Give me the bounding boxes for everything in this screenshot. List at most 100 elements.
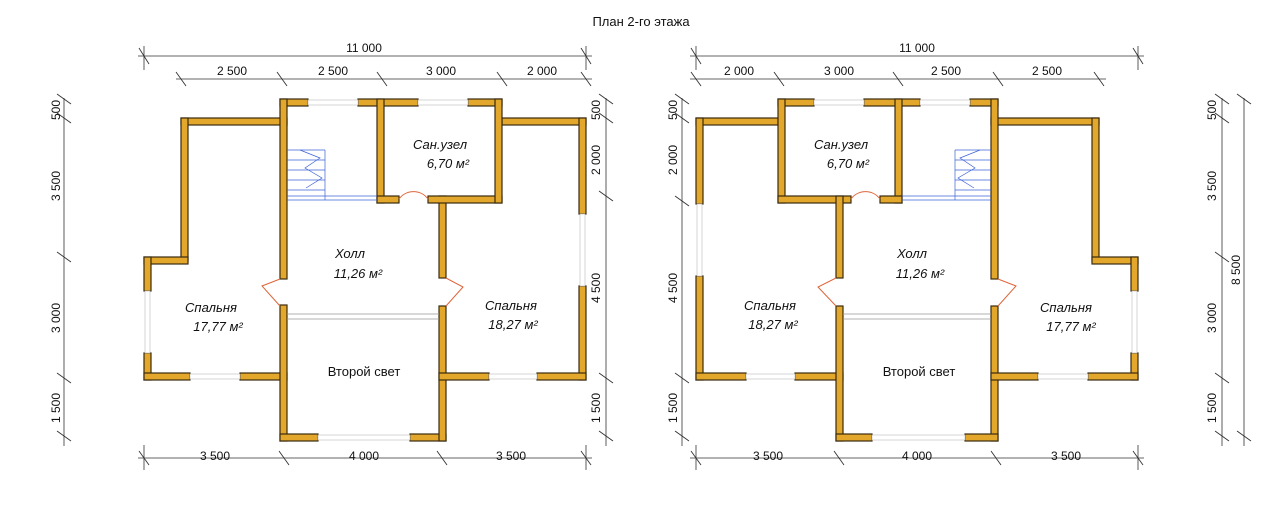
window: [745, 373, 796, 380]
dim-left-1: 500: [666, 100, 680, 120]
window: [417, 99, 469, 106]
wall: [180, 117, 288, 126]
walls: [143, 98, 587, 442]
dim-top-4: 2 500: [1032, 64, 1062, 78]
dimensions: 11 000 2 000 3 000 2 500 2 500 3 500 4 0…: [666, 41, 1252, 470]
dim-right-3: 3 000: [1205, 303, 1219, 333]
wall: [376, 98, 385, 204]
bedroom-left-name: Спальня: [744, 298, 796, 313]
wall: [990, 117, 1100, 126]
dim-bottom-2: 4 000: [349, 449, 379, 463]
wall: [1130, 256, 1139, 292]
dim-right-2: 2 000: [589, 145, 603, 175]
wall: [835, 433, 873, 442]
dim-top-2: 3 000: [824, 64, 854, 78]
dim-left-3: 3 000: [49, 303, 63, 333]
wall: [695, 275, 704, 381]
dim-bottom-2: 4 000: [902, 449, 932, 463]
wall: [695, 117, 779, 126]
wall: [578, 285, 587, 381]
dim-top-2: 2 500: [318, 64, 348, 78]
doors: [817, 191, 1017, 307]
wall: [964, 433, 999, 442]
dim-top-4: 2 000: [527, 64, 557, 78]
wall: [578, 117, 587, 215]
dim-right-2: 3 500: [1205, 171, 1219, 201]
hall-area: 11,26 м²: [896, 266, 945, 281]
windows: [696, 99, 1138, 441]
window: [696, 203, 703, 277]
dim-left-4: 1 500: [49, 393, 63, 423]
dim-left-2: 2 000: [666, 145, 680, 175]
bathroom-area: 6,70 м²: [427, 156, 470, 171]
bathroom-name: Сан.узел: [814, 137, 869, 152]
wall: [438, 372, 490, 381]
dim-top-3: 2 500: [931, 64, 961, 78]
wall: [357, 98, 419, 107]
wall: [501, 117, 587, 126]
wall: [835, 305, 844, 442]
dim-bottom-3: 3 500: [496, 449, 526, 463]
wall: [990, 98, 999, 280]
wall: [143, 256, 152, 292]
window: [189, 373, 241, 380]
second-light-label: Второй свет: [328, 364, 401, 379]
bedroom-left-area: 17,77 м²: [193, 319, 243, 334]
window: [813, 99, 865, 106]
bedroom-right-name: Спальня: [1040, 300, 1092, 315]
window: [579, 213, 586, 287]
window: [1037, 373, 1089, 380]
dim-overall-right: 8 500: [1229, 255, 1243, 285]
wall: [180, 117, 189, 262]
wall: [279, 98, 288, 280]
bedroom-right-area: 18,27 м²: [488, 317, 538, 332]
wall: [536, 372, 587, 381]
dim-bottom-3: 3 500: [1051, 449, 1081, 463]
page-title: План 2-го этажа: [592, 14, 690, 29]
left-floor-plan: Сан.узел 6,70 м² Холл 11,26 м² Спальня 1…: [49, 41, 614, 470]
dim-top-1: 2 000: [724, 64, 754, 78]
wall: [777, 195, 852, 204]
bedroom-left-name: Спальня: [185, 300, 237, 315]
walls: [695, 98, 1139, 442]
dimensions: 11 000 2 500 2 500 3 000 2 000 3 500 4 0…: [49, 41, 614, 470]
wall: [777, 98, 786, 204]
dim-bottom-1: 3 500: [200, 449, 230, 463]
hall-name: Холл: [896, 246, 928, 261]
dim-bottom-1: 3 500: [753, 449, 783, 463]
wall: [990, 372, 1039, 381]
dim-left-2: 3 500: [49, 171, 63, 201]
window: [919, 99, 971, 106]
bathroom-name: Сан.узел: [413, 137, 468, 152]
window: [317, 434, 411, 441]
wall: [1087, 372, 1139, 381]
window: [307, 99, 359, 106]
staircase: [287, 149, 377, 201]
dim-right-4: 1 500: [1205, 393, 1219, 423]
wall: [863, 98, 921, 107]
dim-left-3: 4 500: [666, 273, 680, 303]
dim-right-3: 4 500: [589, 273, 603, 303]
hall-area: 11,26 м²: [334, 266, 383, 281]
window: [1131, 290, 1138, 354]
doors: [261, 191, 464, 307]
right-floor-plan: Сан.узел 6,70 м² Холл 11,26 м² Спальня 1…: [666, 41, 1252, 470]
wall: [894, 98, 903, 204]
dim-overall-top: 11 000: [346, 41, 382, 55]
window: [144, 290, 151, 354]
staircase: [902, 149, 991, 201]
wall: [695, 372, 747, 381]
wall: [494, 98, 503, 204]
dim-right-1: 500: [1205, 100, 1219, 120]
windows: [144, 99, 586, 441]
dim-overall-top: 11 000: [899, 41, 935, 55]
wall: [1091, 117, 1100, 262]
wall: [438, 195, 447, 279]
wall: [279, 304, 288, 442]
bedroom-left-area: 18,27 м²: [748, 317, 798, 332]
bathroom-area: 6,70 м²: [827, 156, 870, 171]
second-light-label: Второй свет: [883, 364, 956, 379]
window: [871, 434, 966, 441]
dim-top-1: 2 500: [217, 64, 247, 78]
